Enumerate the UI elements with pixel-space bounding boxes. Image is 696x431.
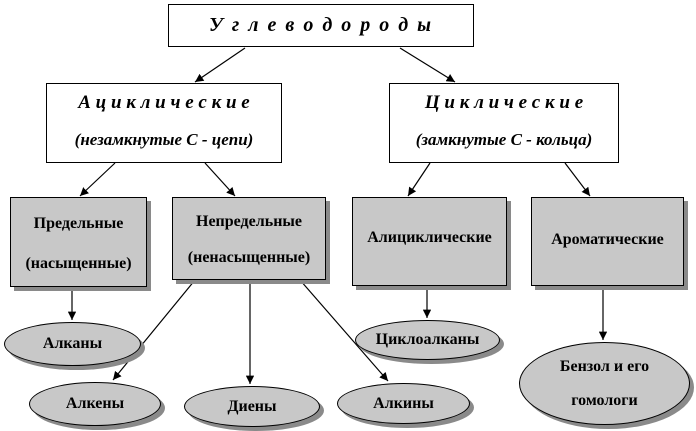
alkenes-node: Алкены [29,382,161,426]
alkynes-label: Алкины [373,394,434,412]
cyclic-subtitle: (замкнутые С - кольца) [415,130,593,149]
alicyclic-node: Алициклические [352,197,507,286]
cyclic-title: Ц и к л и ч е с к и е [424,92,584,113]
acyclic-node: А ц и к л и ч е с к и е (незамкнутые С -… [46,83,282,163]
alkenes-label: Алкены [65,395,125,412]
arrow-unsaturated-to-alkynes [299,279,389,382]
arrow-root-to-acyclic [194,47,246,83]
arrow-acyclic-to-unsaturated [204,162,236,197]
cyclic-node: Ц и к л и ч е с к и е (замкнутые С - кол… [389,83,619,163]
saturated-line1: Предельные [33,215,124,232]
benzene-line1: Бензол и его [559,357,650,375]
arrow-cyclic-to-aromatic [564,162,591,197]
arrow-root-to-cyclic [399,47,456,83]
saturated-node: Предельные (насыщенные) [10,197,147,287]
unsaturated-node: Непредельные (ненасыщенные) [172,197,326,280]
dienes-node: Диены [184,386,320,427]
benzene-node: Бензол и его гомологи [519,342,690,425]
alkanes-node: Алканы [4,322,141,366]
saturated-line2: (насыщенные) [25,255,132,272]
arrow-unsaturated-to-alkenes [112,279,196,381]
hydrocarbons-label: У г л е в о д о р о д ы [208,14,434,36]
alicyclic-label: Алициклические [367,229,492,246]
hydrocarbons-node: У г л е в о д о р о д ы [168,4,474,47]
unsaturated-line1: Непредельные [196,213,302,230]
unsaturated-line2: (ненасыщенные) [187,249,311,266]
arrow-cyclic-to-alicyclic [407,162,431,197]
acyclic-subtitle: (незамкнутые С - цепи) [74,130,254,149]
acyclic-title: А ц и к л и ч е с к и е [78,92,250,113]
aromatic-node: Ароматические [531,197,684,286]
cycloalkanes-label: Циклоалканы [375,331,480,348]
cycloalkanes-node: Циклоалканы [355,320,500,360]
dienes-label: Диены [227,397,277,415]
alkanes-label: Алканы [42,335,103,352]
alkynes-node: Алкины [337,383,470,424]
arrow-acyclic-to-saturated [79,162,116,197]
aromatic-label: Ароматические [551,231,664,248]
benzene-line2: гомологи [571,391,638,409]
